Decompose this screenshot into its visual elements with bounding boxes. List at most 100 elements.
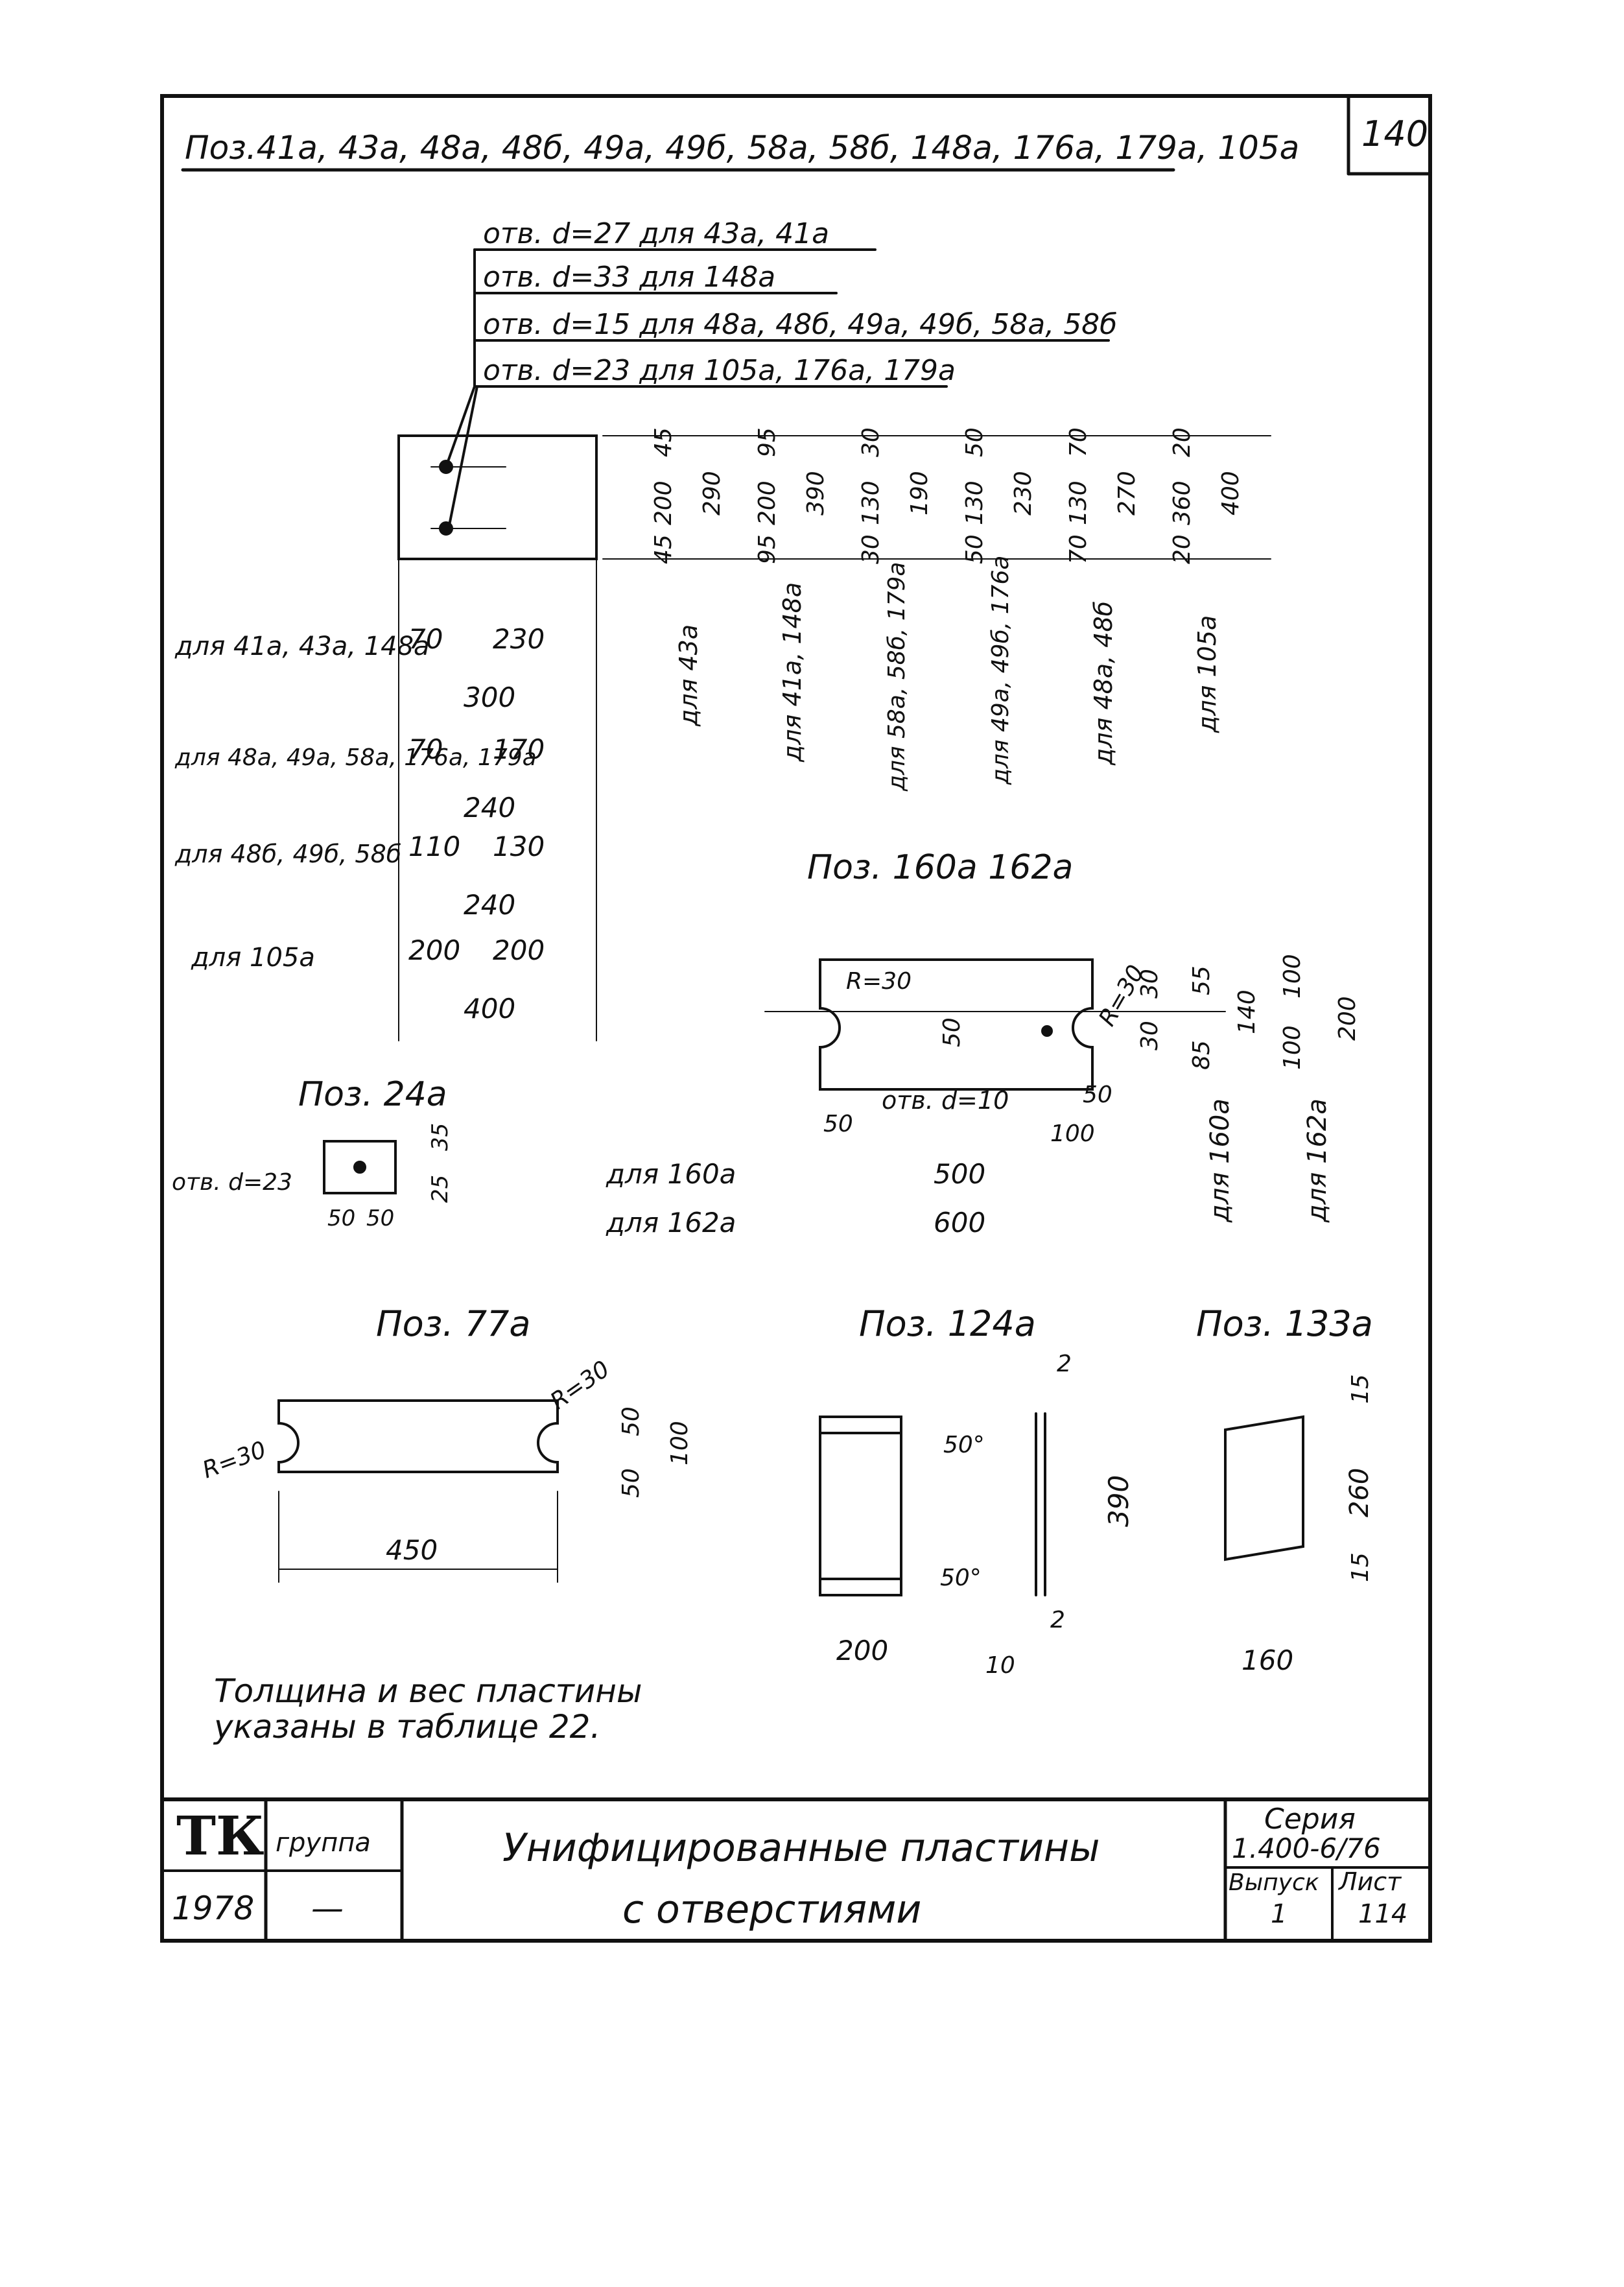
plate-24 [323,1140,397,1194]
title-block-group-label: группа [276,1828,371,1858]
vdim-bot: 50 [961,534,988,564]
pos77-d50b: 50 [618,1468,644,1498]
vdim-top: 70 [1065,427,1092,457]
pos133-d160: 160 [1242,1644,1293,1676]
hdim-b: 230 [493,623,545,655]
vdim-bot: 30 [858,534,884,564]
pos-133-group: Поз. 133а 15 260 15 160 [1196,1303,1374,1676]
pos-124-group: Поз. 124а 2 50° 390 50° 2 200 10 [836,1303,1135,1679]
title-block-series-label: Серия [1264,1803,1356,1836]
page-number: 140 [1361,113,1428,154]
pos124-d2-bot: 2 [1050,1607,1065,1633]
hdim-a: 70 [408,623,443,655]
pos133-title: Поз. 133а [1196,1303,1373,1344]
plate-77 [277,1399,559,1473]
vdim-total: 230 [1010,471,1037,515]
pos160-d50-left: 50 [823,1111,853,1137]
pos24-hole: отв. d=23 [172,1169,292,1196]
pos160-vlabel-162: для 162а [1302,1098,1332,1223]
plate-160 [819,958,1094,1091]
hdim-total: 400 [464,993,515,1025]
pos160-d200: 200 [1334,996,1361,1041]
pos77-len: 450 [386,1534,438,1566]
title-block-issue-value: 1 [1271,1899,1287,1929]
pos160-d30a: 30 [1136,969,1163,999]
note-line-1: Толщина и вес пластины [214,1672,642,1710]
pos133-d15b: 15 [1347,1552,1374,1582]
title-block-issue-label: Выпуск [1229,1869,1319,1896]
plate-133 [1224,1415,1304,1561]
hdim-label: для 48а, 49а, 58а, 176а, 179а [174,744,537,771]
title-block-year: 1978 [172,1890,254,1927]
vdim-total: 400 [1218,471,1244,515]
vdim-bot: 70 [1065,534,1092,564]
hdim-label: для 48б, 49б, 58б [174,840,401,868]
title-block-group-value: — [311,1890,344,1927]
pos160-radius: R=30 [846,968,912,995]
vdim-label: для 48а, 48б [1089,601,1118,766]
hdim-b: 130 [493,831,545,862]
horizontal-dim-table: для 41а, 43а, 148а 70 230 300 для 48а, 4… [174,623,545,1025]
pos160-label-160: для 160а [606,1158,736,1190]
vdim-total: 190 [906,471,933,515]
vdim-label: для 58а, 58б, 179а [884,562,910,792]
pos24-d35: 35 [427,1123,453,1151]
vdim-bot: 20 [1169,534,1195,564]
title-block-sheet-label: Лист [1337,1867,1402,1896]
pos160-d100b: 100 [1279,1025,1306,1070]
hdim-a: 110 [408,831,460,862]
hdim-total: 300 [464,681,515,713]
pos160-d140: 140 [1234,989,1260,1034]
main-plate [397,434,598,560]
vdim-top: 30 [858,427,884,457]
vdim-bot: 95 [754,534,781,564]
pos160-d55: 55 [1188,966,1215,995]
hole-label-1: отв. d=27 для 43а, 41а [483,217,829,250]
hdim-a: 200 [408,934,460,966]
pos160-d50-side: 50 [939,1017,965,1047]
vdim-mid: 130 [1065,480,1092,525]
vdim-total: 390 [803,471,829,515]
pos124-d50-bot: 50° [940,1565,982,1591]
title-block-series-value: 1.400-6/76 [1232,1832,1381,1864]
hdim-total: 240 [464,792,515,824]
hdim-total: 240 [464,889,515,921]
pos124-d10: 10 [985,1652,1015,1679]
pos160-d100-bottom: 100 [1050,1120,1095,1147]
pos77-d100: 100 [666,1421,693,1465]
vdim-total: 270 [1114,471,1140,515]
title-block-sheet-value: 114 [1358,1899,1407,1929]
pos160-vlabel-160: для 160а [1205,1098,1235,1223]
vdim-bot: 45 [650,534,677,564]
pos160-hole: отв. d=10 [882,1086,1009,1115]
pos-77-group: Поз. 77а R=30 R=30 50 50 100 450 [199,1303,693,1566]
vdim-label: для 43а [674,624,703,727]
vdim-label: для 105а [1193,615,1221,733]
vdim-total: 290 [699,471,725,515]
pos24-title: Поз. 24а [298,1075,447,1114]
hole-label-4: отв. d=23 для 105а, 176а, 179а [483,354,956,387]
vertical-dim-stack: 45 200 45 290 для 43а 95 200 95 390 для … [650,427,1244,792]
vdim-top: 50 [961,427,988,457]
pos24-d50a: 50 [327,1205,355,1231]
note-line-2: указаны в таблице 22. [213,1708,600,1746]
pos77-d50a: 50 [618,1406,644,1436]
vdim-mid: 200 [650,480,677,525]
vdim-top: 20 [1169,427,1195,457]
hdim-label: для 41а, 43а, 148а [174,632,430,661]
hdim-label: для 105а [191,943,315,973]
pos124-d390: 390 [1103,1475,1135,1527]
pos160-label-162: для 162а [606,1207,736,1238]
pos160-d85: 85 [1188,1040,1215,1070]
pos77-r-left: R=30 [199,1436,270,1484]
hdim-b: 200 [493,934,545,966]
vdim-top: 95 [754,427,781,457]
pos160-d50-right: 50 [1083,1082,1112,1108]
hole-label-2: отв. d=33 для 148а [483,261,775,294]
hdim-a: 70 [408,733,443,765]
plate-124 [819,1416,902,1596]
vdim-label: для 41а, 148а [778,582,806,763]
pos-24-group: Поз. 24а отв. d=23 35 25 50 50 [172,1075,453,1231]
vdim-mid: 130 [961,480,988,525]
